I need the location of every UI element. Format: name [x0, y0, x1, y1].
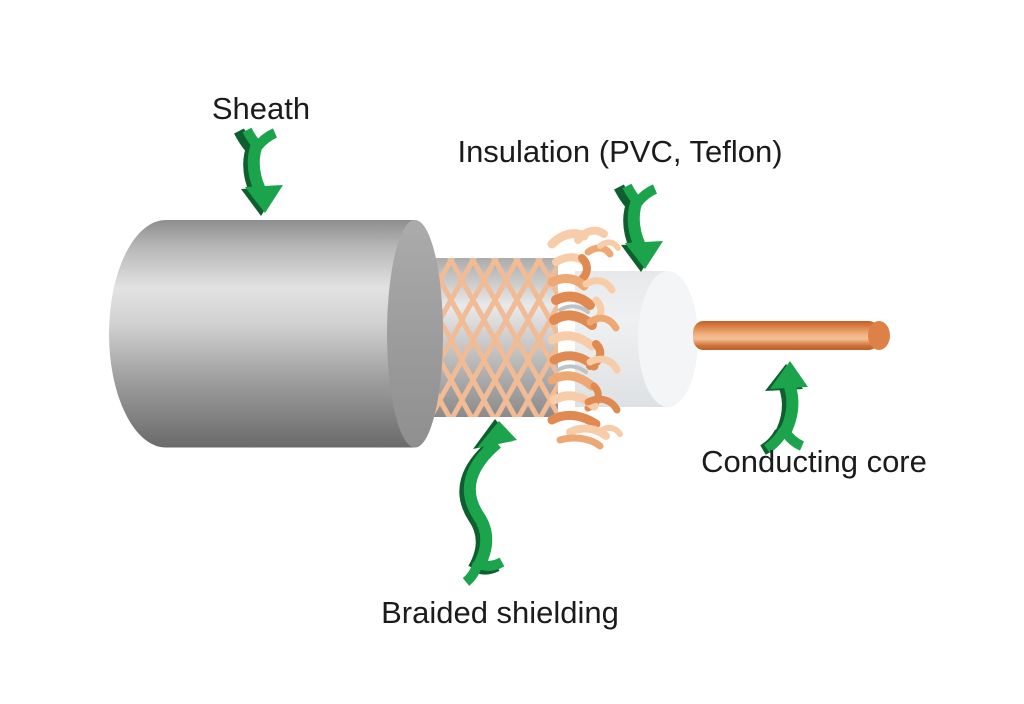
conducting-core-label: Conducting core — [701, 444, 927, 479]
insulation-down-arrow-icon — [614, 183, 663, 272]
frayed-strands — [547, 226, 623, 450]
conducting-core-rod — [693, 321, 890, 350]
sheath-cylinder — [109, 220, 443, 448]
conducting-core-up-arrow-icon — [760, 361, 808, 455]
sheath-label: Sheath — [211, 91, 311, 126]
insulation-label: Insulation (PVC, Teflon) — [457, 134, 783, 169]
braided-shielding-curved-arrow-icon — [459, 419, 517, 586]
braided-shielding-label: Braided shielding — [381, 595, 619, 630]
sheath-down-arrow-icon — [234, 127, 283, 216]
